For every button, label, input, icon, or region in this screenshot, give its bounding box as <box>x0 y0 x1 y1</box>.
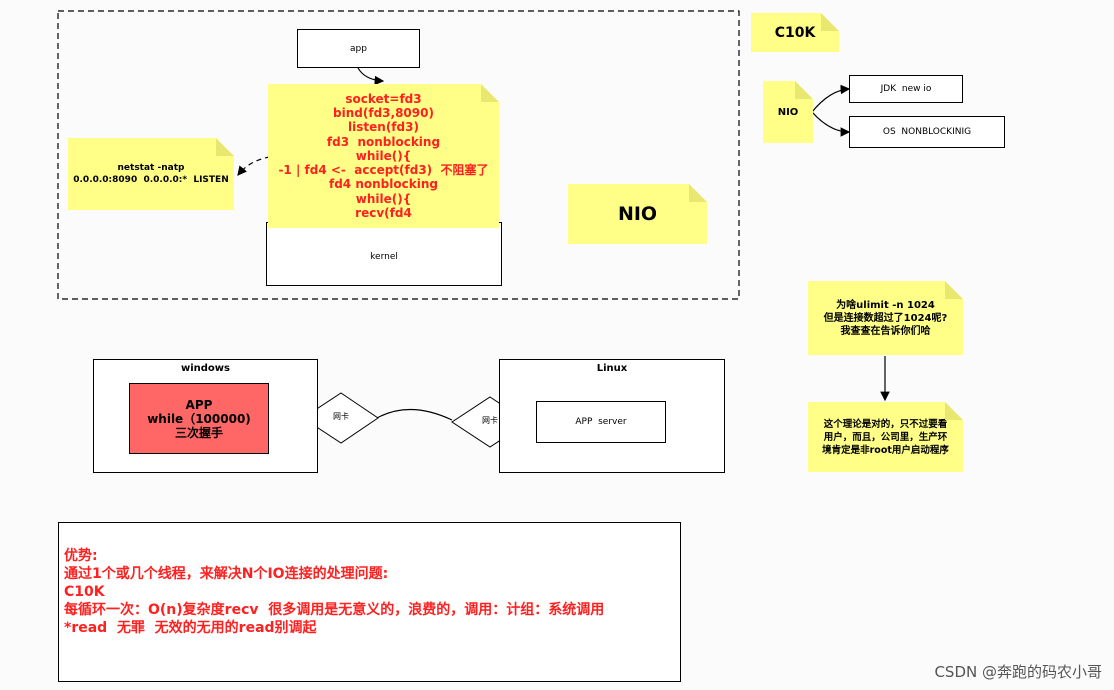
netstat-arrow <box>237 156 271 176</box>
os-box: OS NONBLOCKINIG <box>849 116 1005 148</box>
app-arrow <box>357 67 385 86</box>
ulimit-answer-note: 这个理论是对的，只不过要看 用户，而且，公司里，生产环 境肯定是非root用户启… <box>808 402 963 472</box>
kernel-label: kernel <box>370 252 398 262</box>
code-line: listen(fd3) <box>348 120 419 135</box>
summary-line: C10K <box>64 584 105 600</box>
linux-title: Linux <box>596 363 628 374</box>
answer-line: 这个理论是对的，只不过要看 <box>823 418 948 430</box>
question-line: 但是连接数超过了1024呢? <box>823 312 948 324</box>
question-line: 为啥ulimit -n 1024 <box>836 299 935 311</box>
kernel-box: kernel <box>266 222 502 286</box>
nic-right-label: 网卡 <box>482 416 498 425</box>
app-while-box: APP while（100000) 三次握手 <box>129 383 269 454</box>
code-line: fd4 nonblocking <box>329 177 438 192</box>
answer-line: 境肯定是非root用户启动程序 <box>822 444 949 456</box>
app-label: app <box>350 43 367 54</box>
app-server-label: APP server <box>575 417 627 427</box>
code-line: recv(fd4 <box>355 206 412 221</box>
code-note: socket=fd3 bind(fd3,8090) listen(fd3) fd… <box>268 84 499 228</box>
app-line: APP <box>185 397 213 412</box>
jdk-branch <box>811 84 851 113</box>
nio-small-note: NIO <box>763 81 813 143</box>
watermark: CSDN @奔跑的码农小哥 <box>934 663 1102 681</box>
windows-title: windows <box>180 363 230 374</box>
nic-link <box>376 408 453 421</box>
jdk-label: JDK new io <box>880 84 932 94</box>
os-label: OS NONBLOCKINIG <box>882 127 972 137</box>
summary-line: 每循环一次：O(n)复杂度recv 很多调用是无意义的，浪费的，调用：计组：系统… <box>64 602 605 618</box>
code-line: fd3 nonblocking <box>326 134 441 149</box>
nio-small-label: NIO <box>777 106 799 118</box>
summary-line: *read 无罪 无效的无用的read别调起 <box>64 620 317 636</box>
summary-line: 通过1个或几个线程，来解决N个IO连接的处理问题: <box>64 566 389 582</box>
code-line: while(){ <box>355 191 412 206</box>
app-line: 三次握手 <box>174 425 223 440</box>
os-branch <box>811 111 851 137</box>
summary-box: 优势: 通过1个或几个线程，来解决N个IO连接的处理问题: C10K 每循环一次… <box>58 522 681 682</box>
code-line: -1 | fd4 <- accept(fd3) 不阻塞了 <box>278 163 489 178</box>
app-server-box: APP server <box>536 401 666 443</box>
summary-line: 优势: <box>64 548 98 564</box>
code-line: while(){ <box>355 148 412 163</box>
question-line: 我查查在告诉你们哈 <box>840 325 931 337</box>
code-line: socket=fd3 <box>345 91 422 106</box>
nio-big-note: NIO <box>568 184 707 244</box>
app-line: while（100000) <box>147 411 251 426</box>
c10k-note: C10K <box>751 13 839 52</box>
app-box: app <box>297 29 420 68</box>
ulimit-question-note: 为啥ulimit -n 1024 但是连接数超过了1024呢? 我查查在告诉你们… <box>808 281 963 355</box>
netstat-line: netstat -natp <box>117 163 185 173</box>
nio-big-label: NIO <box>617 203 658 225</box>
code-line: bind(fd3,8090) <box>333 105 434 120</box>
nic-left-label: 网卡 <box>333 412 349 421</box>
netstat-line: 0.0.0.0:8090 0.0.0.0:* LISTEN <box>73 175 229 185</box>
netstat-note: netstat -natp 0.0.0.0:8090 0.0.0.0:* LIS… <box>68 138 234 210</box>
answer-line: 用户，而且，公司里，生产环 <box>823 431 948 443</box>
jdk-box: JDK new io <box>849 75 963 103</box>
c10k-label: C10K <box>774 24 816 41</box>
